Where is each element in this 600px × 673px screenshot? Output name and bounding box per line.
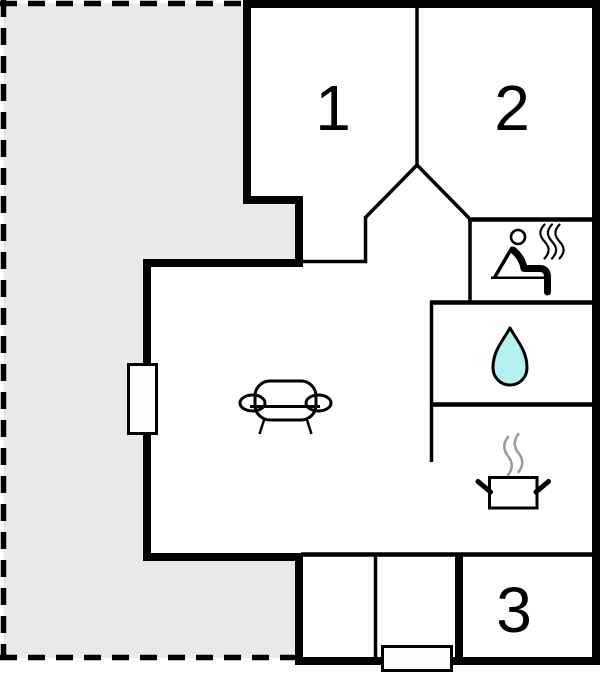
- steam-icon: [503, 435, 513, 477]
- entrance-door-marker: [381, 645, 453, 672]
- terrace-area: [3, 3, 299, 658]
- room-2-label: 2: [494, 72, 530, 144]
- window-marker-left-wall: [127, 363, 158, 435]
- wall-diagonal-right: [415, 163, 471, 220]
- wall-diagonal-left: [364, 163, 419, 219]
- water-drop-icon: [491, 326, 529, 387]
- steam-icon: [513, 432, 524, 474]
- cooking-pot-icon: [475, 432, 551, 510]
- room-1-label: 1: [315, 72, 351, 144]
- sofa-icon: [238, 379, 333, 435]
- room-3-label: 3: [496, 574, 532, 646]
- sauna-icon: [491, 223, 565, 296]
